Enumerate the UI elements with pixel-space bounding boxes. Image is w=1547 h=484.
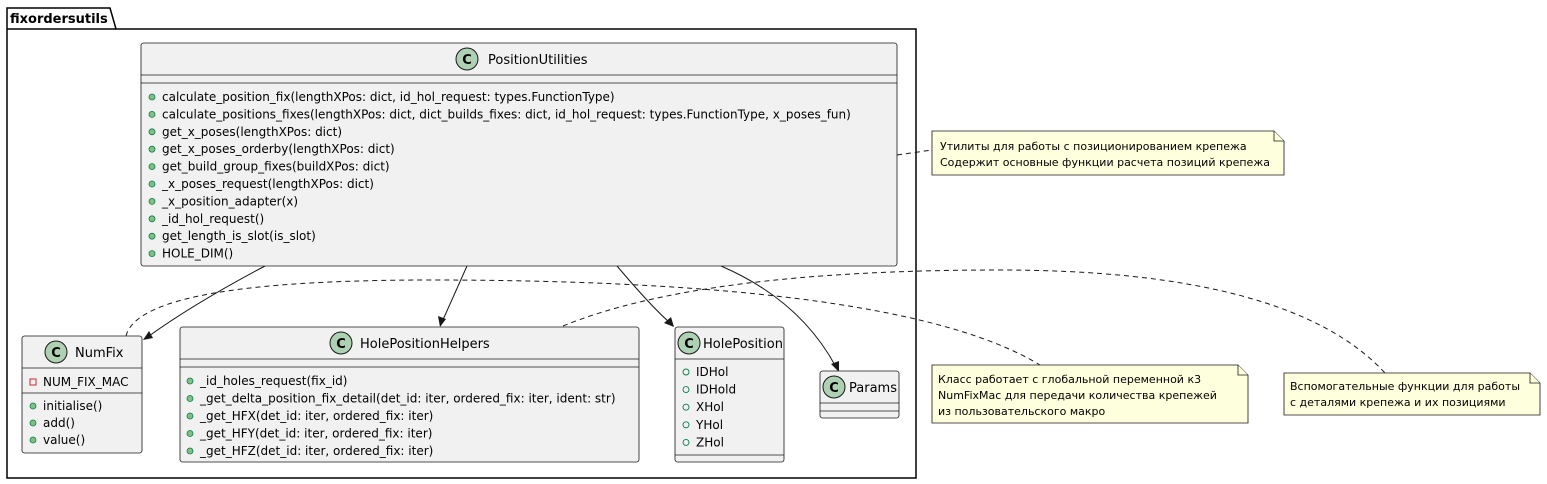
method-signature: HOLE_DIM()	[162, 247, 233, 261]
public-method-icon	[148, 180, 156, 188]
public-method-icon	[148, 197, 156, 205]
note-line: с деталями крепежа и их позициями	[1290, 396, 1506, 409]
private-field-icon	[29, 378, 37, 386]
public-method-icon	[29, 436, 37, 444]
public-method-icon	[186, 377, 194, 385]
class-name: HolePositionHelpers	[360, 337, 490, 352]
arrowhead-params	[831, 361, 839, 372]
method-signature: initialise()	[43, 399, 102, 413]
note-line: из пользовательского макро	[938, 405, 1106, 418]
public-field-icon	[682, 386, 690, 394]
note-link-numfix	[125, 279, 1041, 366]
public-method-icon	[186, 395, 194, 402]
class-c-icon	[44, 340, 68, 364]
class-c-icon	[329, 331, 353, 355]
class-c-icon-letter: C	[462, 53, 472, 68]
method-signature: get_x_poses(lengthXPos: dict)	[162, 125, 342, 139]
field-name: YHol	[695, 418, 723, 432]
method-signature: _x_poses_request(lengthXPos: dict)	[161, 177, 374, 191]
public-method-icon	[148, 232, 156, 240]
method-signature: _x_position_adapter(x)	[161, 194, 298, 208]
class-c-icon-letter: C	[336, 337, 346, 352]
public-method-icon	[148, 111, 156, 118]
class-name: PositionUtilities	[488, 53, 588, 68]
public-method-icon	[29, 402, 37, 410]
method-signature: _id_hol_request()	[161, 212, 264, 226]
field-list: NUM_FIX_MAC	[29, 375, 129, 389]
public-field-icon	[682, 421, 690, 429]
field-name: XHol	[696, 400, 724, 414]
association-to-params	[720, 265, 837, 368]
class-c-icon-letter: C	[51, 346, 61, 361]
note-position-utilities: Утилиты для работы с позиционированием к…	[931, 130, 1285, 176]
method-signature: _id_holes_request(fix_id)	[199, 374, 347, 388]
method-signature: get_build_group_fixes(buildXPos: dict)	[162, 160, 390, 174]
field-name: NUM_FIX_MAC	[43, 375, 129, 389]
method-signature: _get_HFX(det_id: iter, ordered_fix: iter…	[199, 409, 433, 423]
public-method-icon	[29, 419, 37, 427]
public-method-icon	[148, 215, 156, 223]
public-field-icon	[682, 403, 690, 411]
public-method-icon	[186, 430, 194, 437]
class-c-icon	[822, 375, 846, 399]
method-list: _id_holes_request(fix_id) _get_delta_posi…	[186, 374, 616, 458]
note-link-position-utilities	[896, 149, 933, 156]
public-method-icon	[186, 412, 194, 420]
relations	[125, 149, 1386, 374]
method-signature: get_length_is_slot(is_slot)	[162, 229, 316, 243]
class-params: C Params	[819, 370, 900, 419]
method-signature: _get_delta_position_fix_detail(det_id: i…	[199, 392, 616, 406]
arrowhead-holepositionhelpers	[438, 316, 446, 327]
note-line: Вспомогательные функции для работы	[1290, 380, 1520, 393]
method-signature: calculate_position_fix(lengthXPos: dict,…	[162, 90, 615, 104]
method-list: initialise() add() value()	[29, 399, 102, 447]
field-name: ZHol	[696, 435, 724, 449]
class-name: HolePosition	[703, 337, 783, 352]
note-line: Утилиты для работы с позиционированием к…	[940, 140, 1247, 153]
method-signature: calculate_positions_fixes(lengthXPos: di…	[162, 107, 851, 121]
method-signature: add()	[43, 416, 75, 430]
class-name: Params	[849, 381, 897, 396]
public-method-icon	[148, 250, 156, 258]
public-method-icon	[148, 163, 156, 171]
class-hole-position-helpers: C HolePositionHelpers _id_holes_request(…	[179, 326, 640, 463]
class-c-icon-letter: C	[684, 337, 694, 352]
association-to-holepositionhelpers	[441, 265, 468, 323]
public-method-icon	[148, 128, 156, 136]
note-line: Класс работает с глобальной переменной к…	[938, 373, 1201, 386]
class-c-icon-letter: C	[829, 381, 839, 396]
field-name: IDHold	[696, 383, 736, 397]
public-field-icon	[682, 438, 690, 446]
arrowhead-holeposition	[664, 317, 674, 327]
class-name: NumFix	[75, 346, 124, 361]
association-to-numfix	[148, 265, 266, 337]
method-list: calculate_position_fix(lengthXPos: dict,…	[148, 90, 851, 261]
public-method-icon	[148, 145, 156, 153]
note-hole-position-helpers: Вспомогательные функции для работы с дета…	[1283, 372, 1541, 416]
class-position-utilities: C PositionUtilities calculate_position_f…	[140, 42, 898, 267]
class-numfix: C NumFix NUM_FIX_MAC initialise() add() va…	[21, 335, 143, 454]
method-signature: get_x_poses_orderby(lengthXPos: dict)	[162, 142, 395, 156]
method-signature: _get_HFY(det_id: iter, ordered_fix: iter…	[199, 427, 432, 441]
association-to-holeposition	[616, 265, 670, 323]
field-name: IDHol	[696, 365, 728, 379]
note-link-holepositionhelpers	[562, 269, 1386, 374]
method-signature: value()	[43, 433, 85, 447]
note-line: Содержит основные функции расчета позици…	[940, 156, 1270, 169]
note-numfix: Класс работает с глобальной переменной к…	[931, 364, 1249, 424]
method-signature: _get_HFZ(det_id: iter, ordered_fix: iter…	[199, 444, 433, 458]
arrowhead-numfix	[143, 331, 153, 340]
package-fixordersutils: fixordersutils	[6, 7, 917, 479]
public-field-icon	[682, 368, 690, 376]
class-c-icon	[455, 47, 479, 71]
package-name: fixordersutils	[10, 12, 108, 27]
public-method-icon	[186, 447, 194, 455]
class-c-icon	[677, 331, 701, 355]
public-method-icon	[148, 93, 156, 101]
note-line: NumFixMac для передачи количества крепеж…	[938, 389, 1217, 402]
